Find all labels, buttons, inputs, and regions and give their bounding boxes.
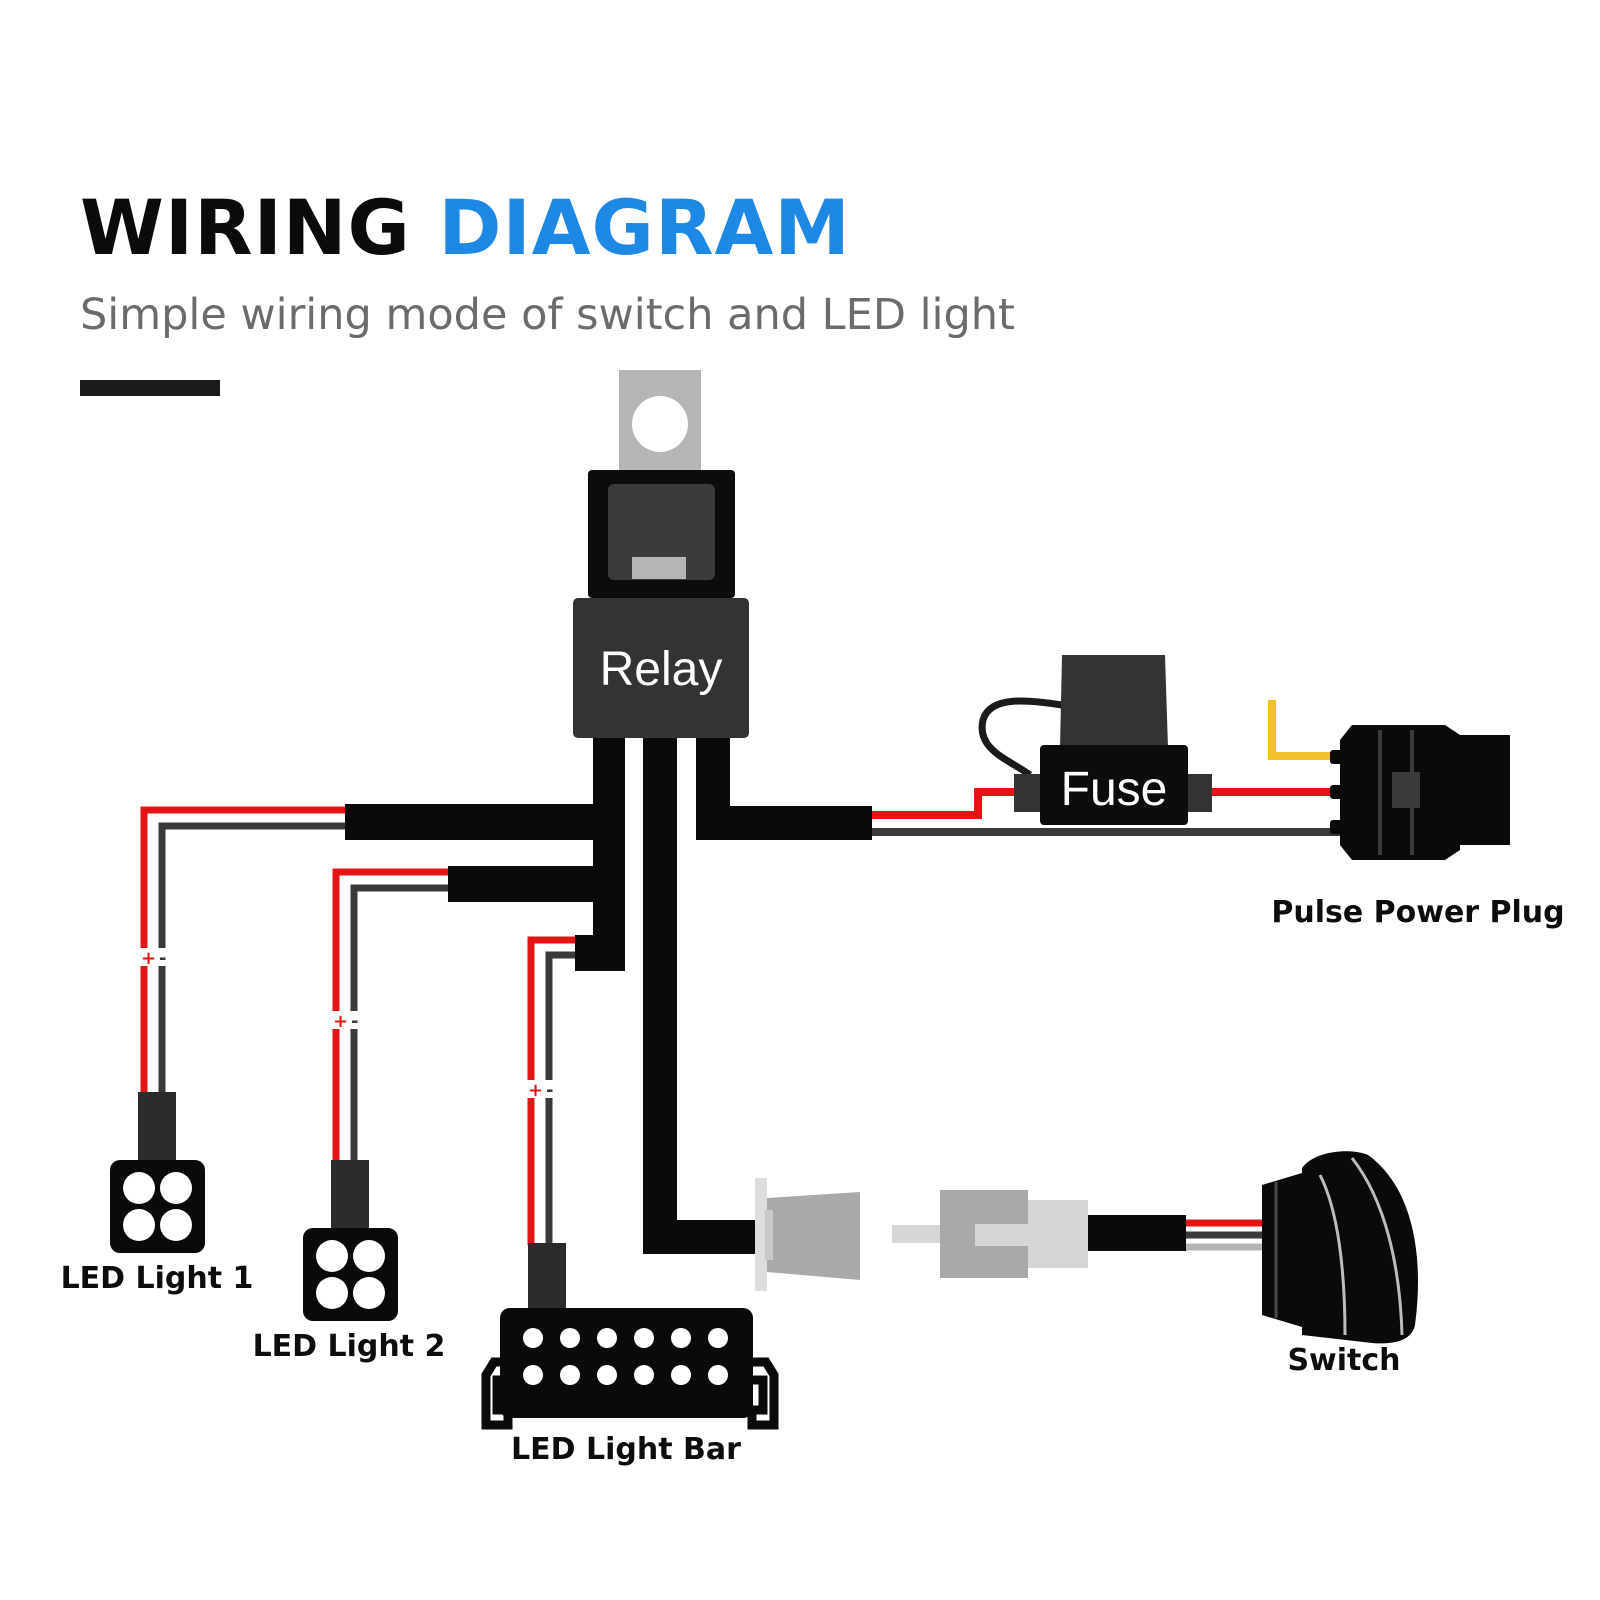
led-bar-left-bracket xyxy=(481,1357,520,1430)
led-light-2 xyxy=(303,1228,398,1321)
led-bar-body xyxy=(500,1308,753,1418)
relay: Relay xyxy=(573,370,749,738)
wire-led1-positive xyxy=(140,806,345,1095)
relay-label: Relay xyxy=(600,643,723,696)
title-underline xyxy=(80,380,220,396)
plus-sign: + xyxy=(333,1011,348,1032)
pulse-power-plug xyxy=(1330,725,1510,860)
title-wiring: WIRING xyxy=(80,183,411,272)
harness xyxy=(345,738,1186,1254)
wire-bar-negative xyxy=(545,951,580,1245)
switch-label: Switch xyxy=(1287,1343,1400,1378)
harness-relay-drop-left xyxy=(593,738,625,971)
switch-connector-male xyxy=(892,1190,1088,1278)
led2-lead-boot xyxy=(331,1160,369,1230)
plug-rib-3 xyxy=(1330,820,1352,834)
fuse-cap-strap xyxy=(978,697,1063,778)
harness-relay-drop-center xyxy=(643,738,677,1254)
switch-connector-female xyxy=(755,1178,860,1291)
minus-sign: - xyxy=(351,1011,358,1032)
led-light-2-body xyxy=(303,1228,398,1321)
relay-body xyxy=(573,598,749,738)
rocker-switch xyxy=(1262,1151,1418,1344)
led1-lead-boot xyxy=(138,1092,176,1164)
pulse-power-plug-label: Pulse Power Plug xyxy=(1271,895,1564,930)
plus-sign: + xyxy=(528,1080,543,1101)
wire-bar-positive xyxy=(527,936,580,1245)
harness-led1-branch xyxy=(345,804,595,840)
polarity-marker-led-bar: + - xyxy=(525,1080,557,1101)
relay-mount-hole xyxy=(632,396,688,452)
relay-inner-block xyxy=(608,484,715,580)
led-light-2-label: LED Light 2 xyxy=(253,1329,446,1364)
fuse-body xyxy=(1040,745,1188,825)
wires-power xyxy=(870,700,1342,836)
led-light-1-body xyxy=(110,1160,205,1253)
relay-inner-tab xyxy=(632,557,686,579)
wires-led-light-2 xyxy=(332,868,448,1165)
polarity-marker-led1: + - xyxy=(138,948,170,969)
plug-inner-window xyxy=(1392,772,1420,808)
wire-pulse-yellow xyxy=(1268,700,1342,760)
harness-switch-side xyxy=(1088,1215,1186,1251)
harness-led2-branch xyxy=(448,866,598,902)
minus-sign: - xyxy=(159,948,166,969)
wires-led-light-1 xyxy=(140,806,345,1095)
polarity-marker-led2: + - xyxy=(330,1011,362,1032)
fuse-label: Fuse xyxy=(1061,763,1168,816)
wire-led2-positive xyxy=(332,868,448,1165)
led-bar-right-bracket xyxy=(740,1357,779,1430)
fuse-right-collar xyxy=(1186,774,1212,812)
page-subtitle: Simple wiring mode of switch and LED lig… xyxy=(80,290,1015,340)
wires-switch xyxy=(1186,1219,1262,1251)
plus-sign: + xyxy=(141,948,156,969)
wires-led-light-bar xyxy=(527,936,580,1245)
harness-power-run xyxy=(696,806,872,840)
plug-rib-2 xyxy=(1330,785,1352,799)
led-bar-lead-boot xyxy=(528,1243,566,1313)
plug-socket-head xyxy=(1460,735,1510,845)
plug-rib-1 xyxy=(1330,750,1352,764)
led-light-1-label: LED Light 1 xyxy=(61,1261,254,1296)
wire-led2-negative xyxy=(350,884,448,1165)
fuse-holder: Fuse xyxy=(978,655,1212,825)
fuse-left-collar xyxy=(1014,774,1040,812)
led-light-1 xyxy=(110,1160,205,1253)
page-title: WIRING DIAGRAM xyxy=(80,190,851,266)
wire-power-positive xyxy=(870,788,1020,819)
title-diagram: DIAGRAM xyxy=(438,183,851,272)
led-light-bar-label: LED Light Bar xyxy=(511,1432,741,1467)
led-light-bar xyxy=(481,1308,779,1430)
fuse-cap xyxy=(1060,655,1168,748)
harness-switch-run xyxy=(643,1220,755,1254)
wire-led1-negative xyxy=(158,822,345,1095)
minus-sign: - xyxy=(546,1080,553,1101)
